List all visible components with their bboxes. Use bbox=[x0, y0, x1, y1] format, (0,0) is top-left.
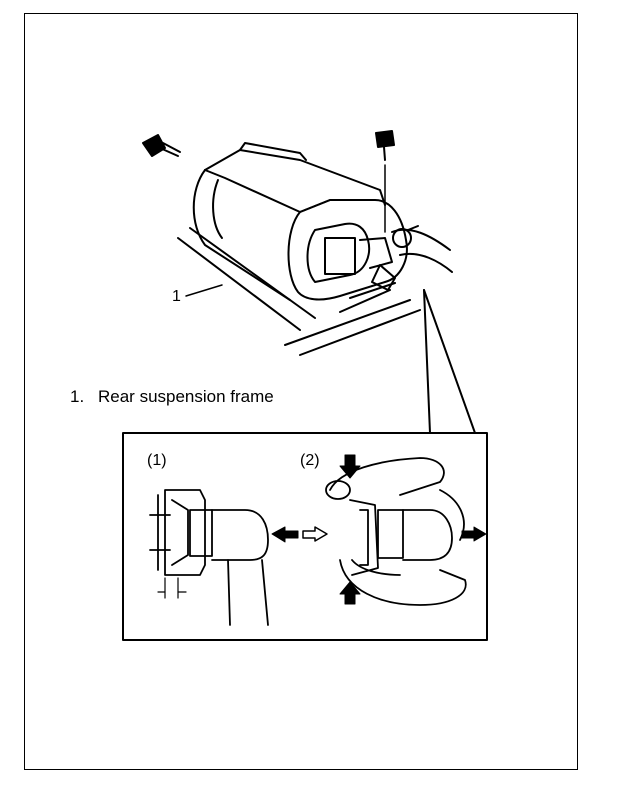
step2-label: (2) bbox=[300, 452, 320, 469]
step1-label: (1) bbox=[147, 452, 167, 469]
arrow-left-icon bbox=[271, 526, 299, 543]
detail-pointer-left bbox=[423, 289, 431, 434]
callout-leader-line bbox=[185, 284, 223, 297]
arrow-down-icon bbox=[339, 454, 361, 479]
detail-step2-drawing bbox=[325, 457, 467, 606]
canister-drawing bbox=[177, 142, 453, 356]
detail-step1-drawing bbox=[149, 489, 269, 626]
bolt-left-drawing bbox=[142, 134, 181, 157]
bolt-top-drawing bbox=[375, 130, 395, 233]
page-border bbox=[24, 13, 578, 770]
arrow-right-icon bbox=[461, 526, 487, 542]
detail-box bbox=[122, 432, 488, 641]
arrow-right-outline-icon bbox=[302, 526, 328, 542]
legend-item-text: Rear suspension frame bbox=[98, 387, 274, 406]
detail-pointer-right bbox=[423, 289, 476, 434]
legend-item-number: 1. bbox=[70, 387, 85, 406]
arrow-up-icon bbox=[339, 581, 361, 605]
legend-item: 1. Rear suspension frame bbox=[70, 387, 274, 407]
callout-number: 1 bbox=[172, 288, 181, 305]
